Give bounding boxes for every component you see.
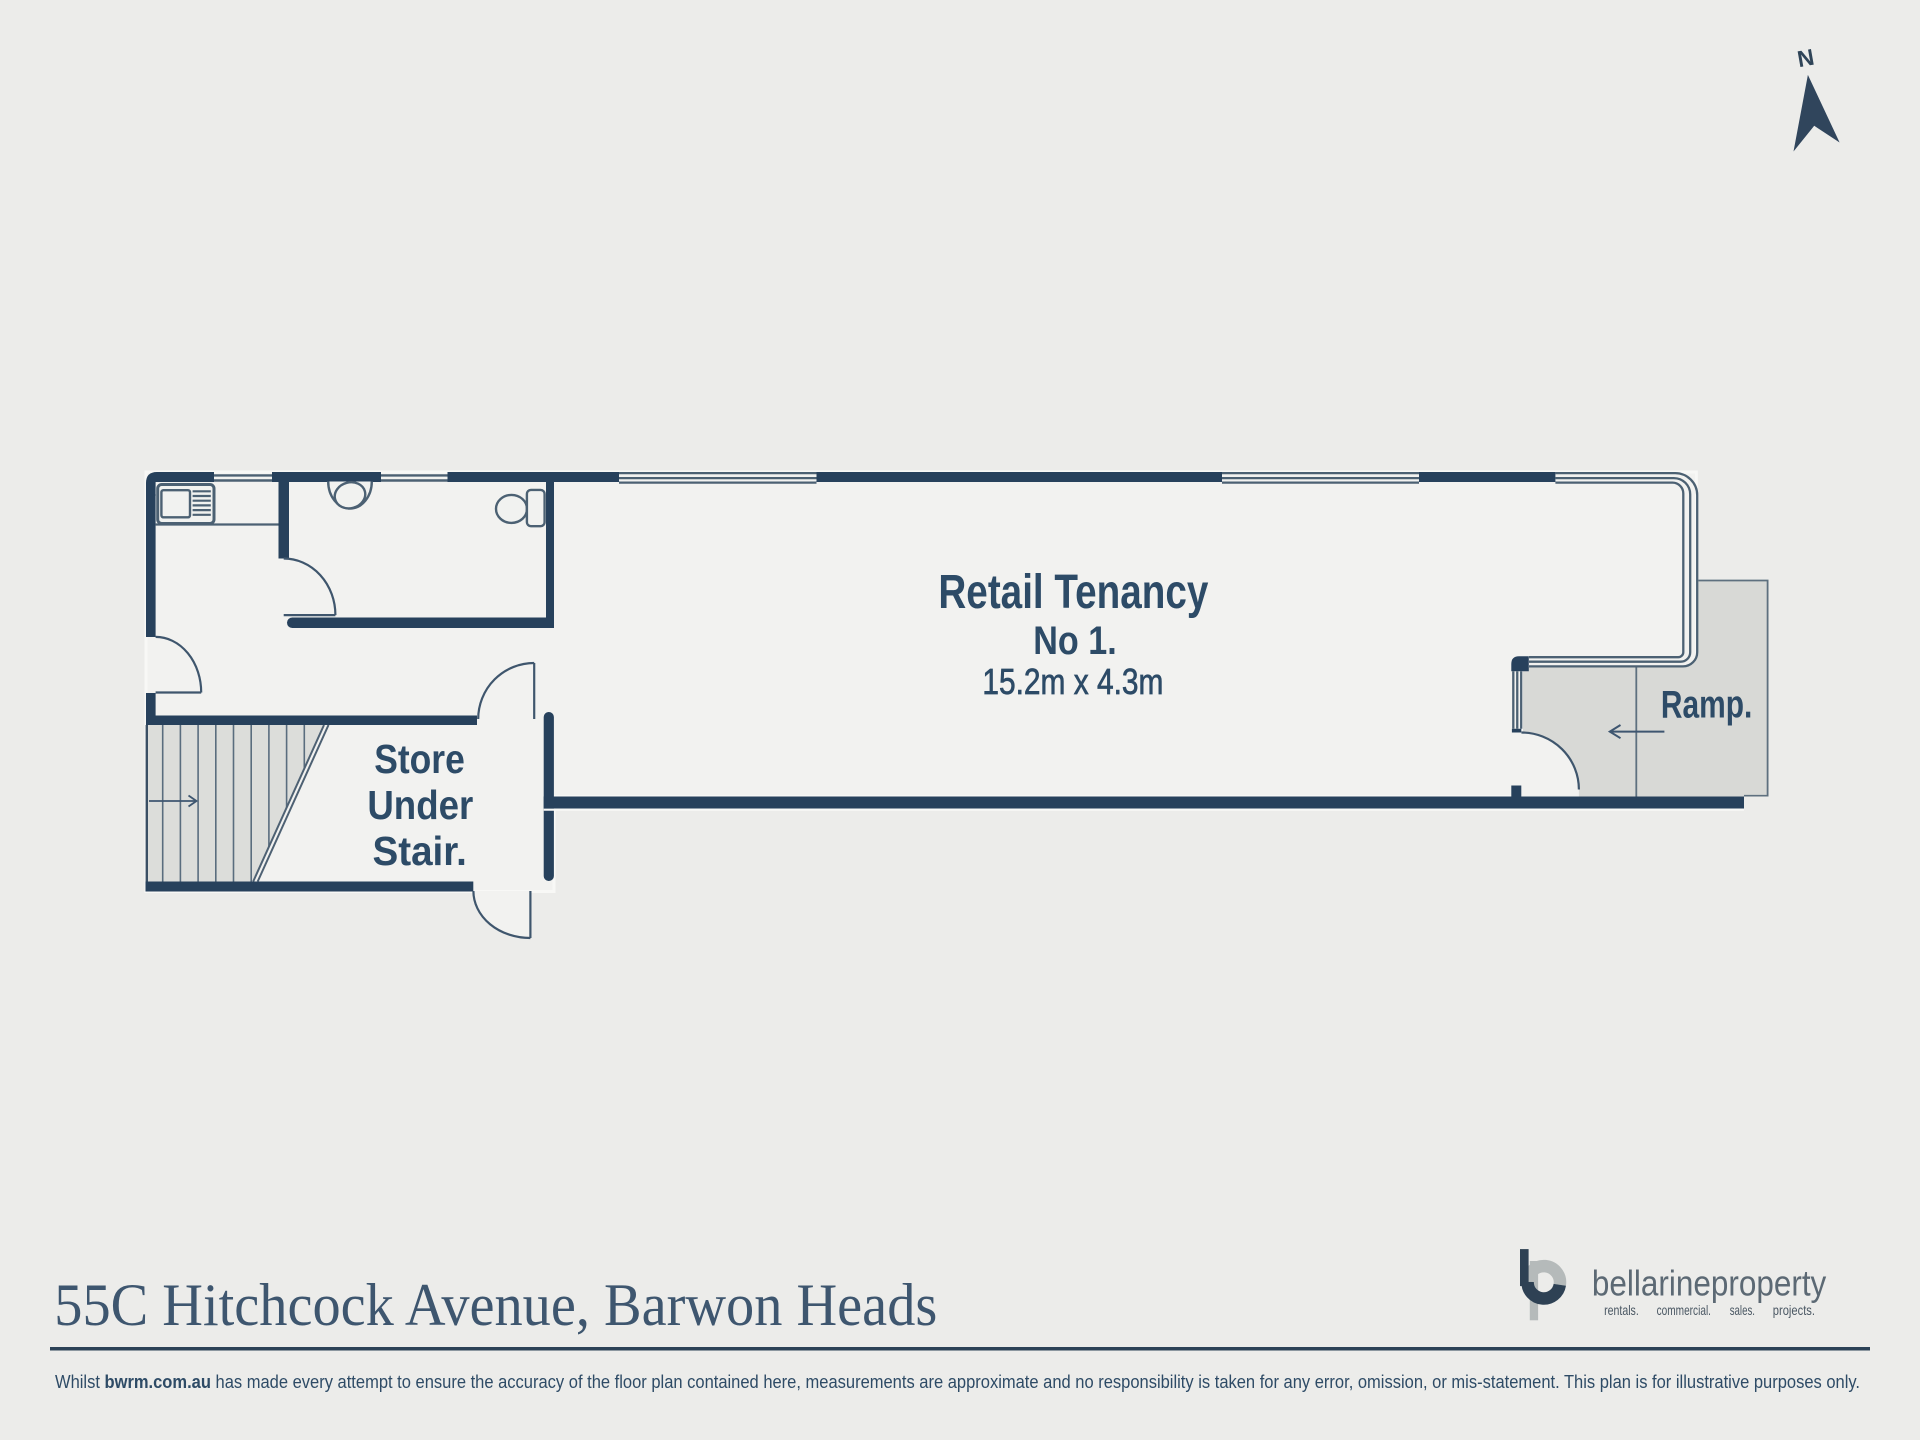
svg-text:Store: Store	[374, 736, 465, 782]
svg-text:bellarineproperty: bellarineproperty	[1592, 1262, 1826, 1303]
svg-text:15.2m x 4.3m: 15.2m x 4.3m	[982, 661, 1163, 702]
svg-text:rentals.: rentals.	[1604, 1303, 1639, 1318]
svg-text:Whilst bwrm.com.au has made ev: Whilst bwrm.com.au has made every attemp…	[55, 1371, 1860, 1392]
svg-text:sales.: sales.	[1730, 1303, 1755, 1318]
svg-text:Under: Under	[367, 782, 473, 828]
svg-text:No 1.: No 1.	[1033, 619, 1116, 663]
svg-text:commercial.: commercial.	[1657, 1303, 1711, 1318]
svg-text:projects.: projects.	[1773, 1303, 1815, 1318]
svg-text:N: N	[1795, 44, 1816, 72]
svg-text:Retail Tenancy: Retail Tenancy	[938, 565, 1208, 619]
svg-text:Ramp.: Ramp.	[1661, 684, 1752, 727]
svg-text:55C Hitchcock Avenue, Barwon H: 55C Hitchcock Avenue, Barwon Heads	[54, 1272, 937, 1339]
svg-text:Stair.: Stair.	[373, 828, 467, 874]
